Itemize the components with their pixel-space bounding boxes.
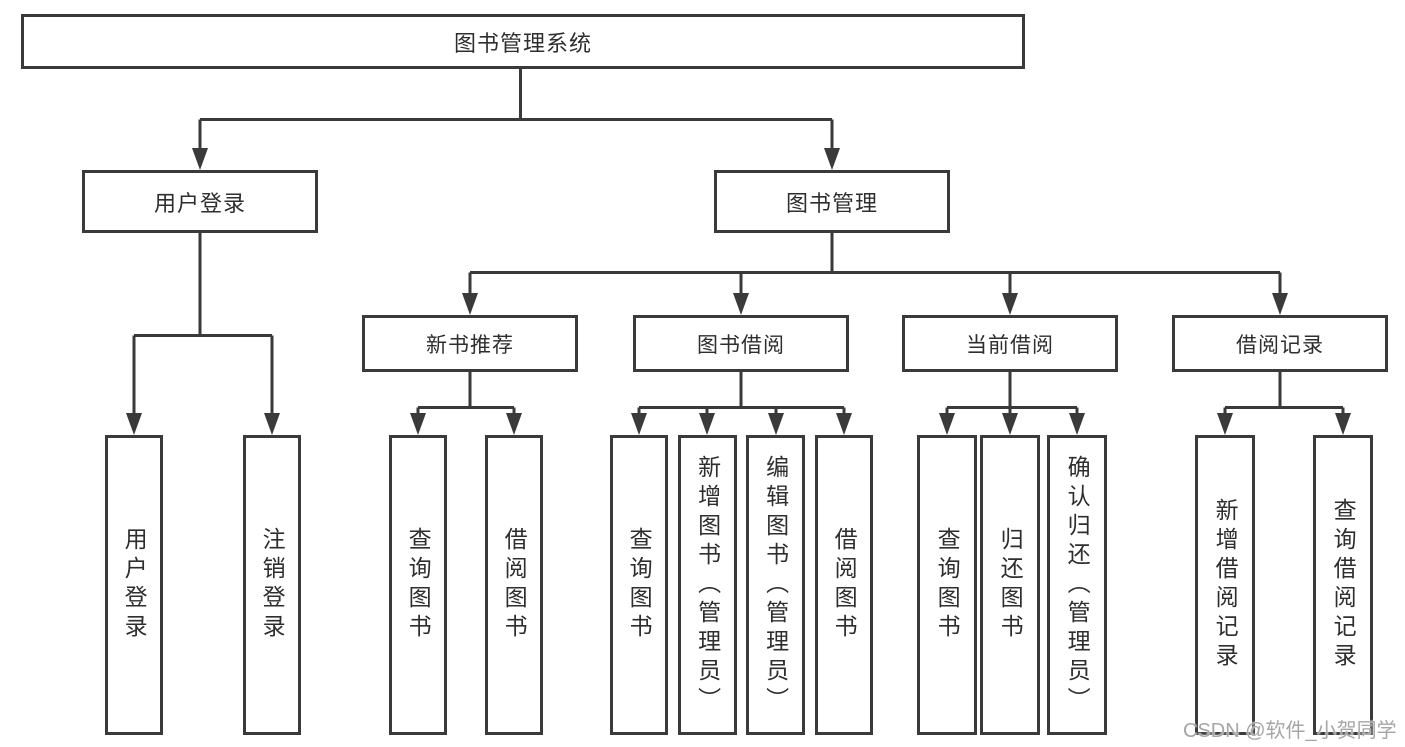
leaf-add-borrow-record: 新增借阅记录 (1195, 435, 1255, 735)
arrow-down-icon (126, 413, 280, 435)
leaf-query-borrow-record-label: 查询借阅记录 (1330, 498, 1357, 672)
leaf-logout-label: 注销登录 (259, 527, 286, 643)
leaf-query-borrow-record: 查询借阅记录 (1313, 435, 1373, 735)
node-book-management-label: 图书管理 (785, 190, 878, 216)
node-book-management: 图书管理 (714, 170, 950, 233)
node-borrow-records: 借阅记录 (1172, 315, 1388, 372)
leaf-add-borrow-record-label: 新增借阅记录 (1212, 498, 1239, 672)
arrow-down-icon (192, 148, 840, 170)
arrow-down-icon (631, 413, 852, 435)
node-current-borrow-label: 当前借阅 (966, 333, 1054, 357)
leaf-edit-books-admin: 编辑图书（管理员） (746, 435, 805, 735)
leaf-confirm-return-admin-label: 确认归还（管理员） (1064, 454, 1091, 716)
node-current-borrow: 当前借阅 (902, 315, 1118, 372)
node-root: 图书管理系统 (21, 14, 1025, 69)
leaf-current-query-books: 查询图书 (917, 435, 977, 735)
node-user-login: 用户登录 (82, 170, 318, 233)
node-book-borrow-label: 图书借阅 (697, 333, 785, 357)
leaf-current-query-books-label: 查询图书 (934, 527, 961, 643)
leaf-recommend-query-books: 查询图书 (389, 435, 447, 735)
leaf-return-books-label: 归还图书 (997, 527, 1024, 643)
leaf-edit-books-admin-label: 编辑图书（管理员） (762, 454, 789, 716)
node-new-book-recommend: 新书推荐 (362, 315, 578, 372)
node-root-label: 图书管理系统 (453, 30, 592, 56)
leaf-confirm-return-admin: 确认归还（管理员） (1047, 435, 1107, 735)
arrow-down-icon (1217, 413, 1351, 435)
arrow-down-icon (939, 413, 1085, 435)
node-book-borrow: 图书借阅 (633, 315, 849, 372)
leaf-borrow-query-books: 查询图书 (610, 435, 668, 735)
leaf-borrow-books-label: 借阅图书 (831, 527, 858, 643)
leaf-borrow-books: 借阅图书 (815, 435, 873, 735)
leaf-add-books-admin-label: 新增图书（管理员） (694, 454, 721, 716)
leaf-user-login-label: 用户登录 (121, 527, 148, 643)
node-borrow-records-label: 借阅记录 (1236, 333, 1324, 357)
arrow-down-icon (410, 413, 522, 435)
leaf-borrow-query-books-label: 查询图书 (626, 527, 653, 643)
leaf-recommend-query-books-label: 查询图书 (405, 527, 432, 643)
connector-root (198, 69, 834, 152)
connector-current-borrow (945, 372, 1079, 420)
leaf-return-books: 归还图书 (980, 435, 1040, 735)
node-user-login-label: 用户登录 (153, 190, 246, 216)
node-new-book-recommend-label: 新书推荐 (426, 333, 514, 357)
leaf-user-login: 用户登录 (105, 435, 163, 735)
leaf-logout: 注销登录 (243, 435, 301, 735)
connector-borrow-records (1223, 372, 1345, 420)
arrow-down-icon (462, 293, 1288, 315)
watermark: CSDN @软件_小贺同学 (1183, 720, 1397, 742)
leaf-recommend-borrow-books-label: 借阅图书 (501, 527, 528, 643)
connector-book-management (468, 233, 1282, 298)
connector-user-login (132, 233, 274, 418)
leaf-recommend-borrow-books: 借阅图书 (485, 435, 543, 735)
connector-book-borrow (637, 372, 846, 420)
leaf-add-books-admin: 新增图书（管理员） (678, 435, 737, 735)
connector-new-book-recommend (416, 372, 516, 420)
